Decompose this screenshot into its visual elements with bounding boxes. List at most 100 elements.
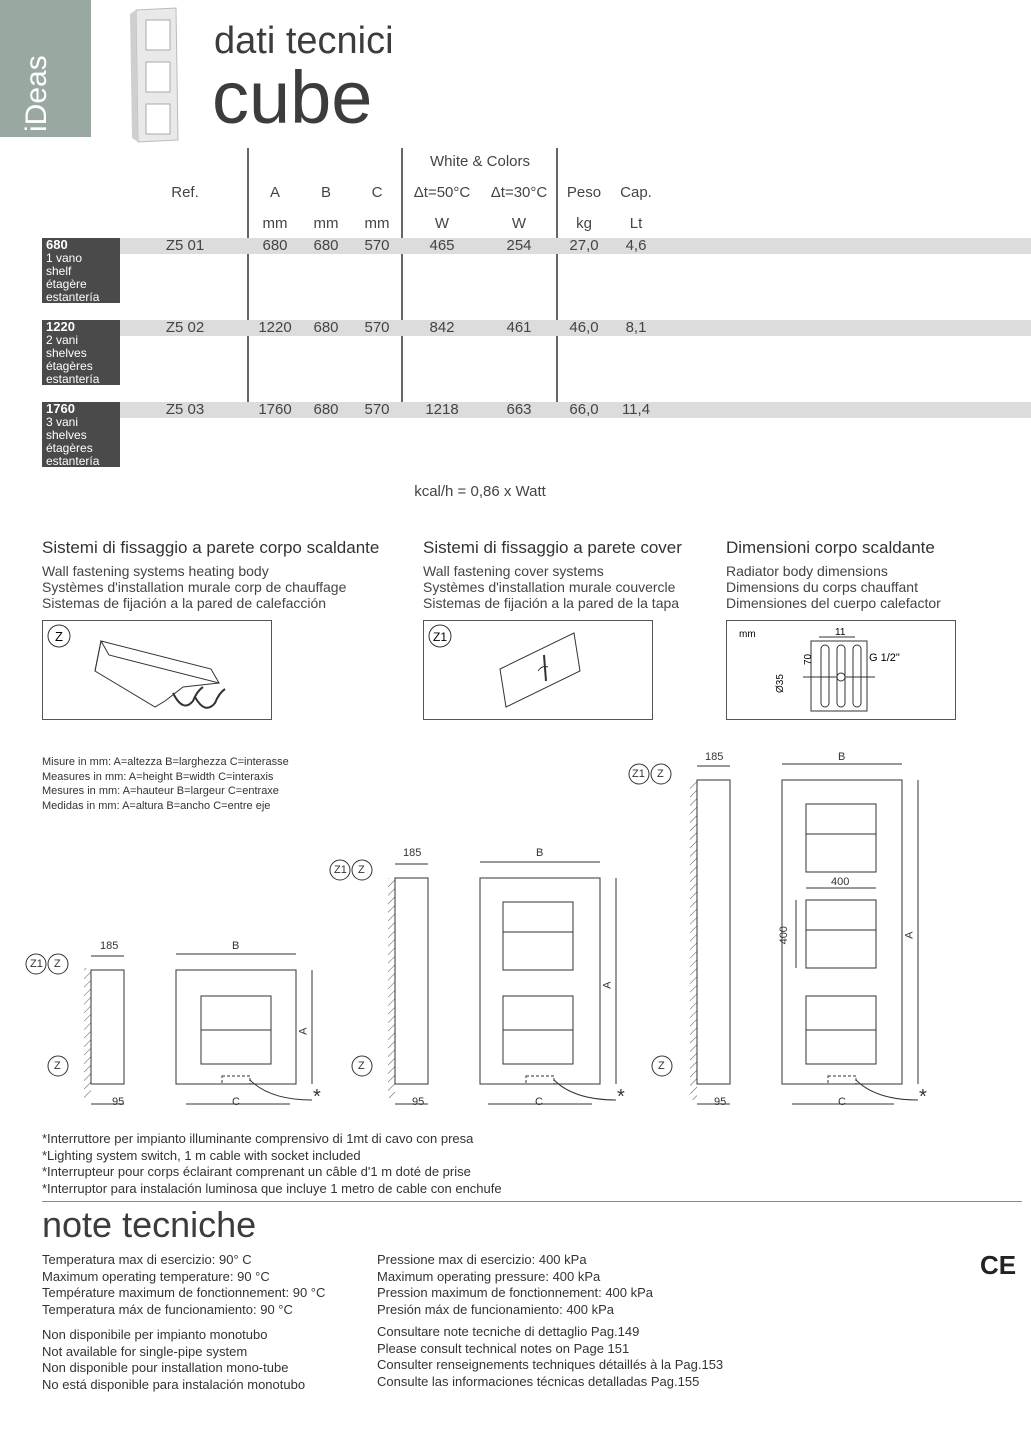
section-subtitle: Wall fastening systems heating body Syst… bbox=[42, 563, 346, 611]
label-star: * bbox=[919, 1086, 927, 1108]
cell-w50: 465 bbox=[429, 237, 455, 254]
table-divider bbox=[556, 148, 558, 418]
notes-title: note tecniche bbox=[42, 1204, 257, 1245]
cell-peso: 46,0 bbox=[569, 319, 599, 336]
row-label: 680 1 vano shelf étagère estantería bbox=[42, 237, 120, 304]
row-desc: 3 vani bbox=[46, 415, 79, 429]
cell-c: 570 bbox=[364, 237, 390, 254]
label-depth: 185 bbox=[100, 940, 119, 952]
label-z: Z bbox=[54, 958, 61, 970]
measures-line: Medidas in mm: A=altura B=ancho C=entre … bbox=[42, 799, 271, 812]
notes-pressure: Pressione max di esercizio: 400 kPa Maxi… bbox=[377, 1252, 653, 1318]
unit-peso: kg bbox=[576, 215, 592, 232]
col-header-w50: Δt=50°C bbox=[413, 184, 471, 201]
label-z: Z bbox=[358, 1060, 365, 1072]
label-z: Z bbox=[657, 768, 664, 780]
row-desc: étagère bbox=[46, 277, 87, 291]
label-b: B bbox=[536, 847, 544, 859]
col-header-c: C bbox=[371, 184, 383, 201]
label-z1: Z1 bbox=[30, 958, 43, 970]
section-subtitle: Wall fastening cover systems Systèmes d'… bbox=[423, 563, 679, 611]
row-label: 1760 3 vani shelves étagères estantería bbox=[42, 402, 120, 468]
note-line: Temperatura máx de funcionamiento: 90 °C bbox=[42, 1301, 293, 1317]
note-line: Pression maximum de fonctionnement: 400 … bbox=[377, 1285, 654, 1300]
label-offset: 95 bbox=[112, 1096, 125, 1108]
row-desc: shelves bbox=[46, 428, 87, 442]
section-line: Dimensiones del cuerpo calefactor bbox=[726, 595, 941, 611]
section-title: Sistemi di fissaggio a parete corpo scal… bbox=[42, 538, 380, 557]
row-desc: estantería bbox=[46, 290, 100, 304]
col-header-peso: Peso bbox=[566, 184, 602, 201]
cover-z1-figure: Z1 bbox=[423, 620, 653, 720]
footnote: *Interruttore per impianto illuminante c… bbox=[42, 1131, 502, 1197]
note-line: Maximum operating pressure: 400 kPa bbox=[377, 1268, 601, 1284]
measures-line: Mesures in mm: A=hauteur B=largeur C=ent… bbox=[42, 785, 279, 797]
label-b: B bbox=[838, 751, 846, 763]
group-header: White & Colors bbox=[429, 153, 531, 170]
notes-monotube: Non disponibile per impianto monotubo No… bbox=[42, 1327, 305, 1393]
note-line: Temperatura max di esercizio: 90° C bbox=[42, 1252, 252, 1267]
row-desc: 2 vani bbox=[46, 333, 79, 347]
row-size: 680 bbox=[46, 237, 68, 252]
label-pitch: 400 bbox=[831, 876, 850, 888]
label-c: C bbox=[232, 1096, 240, 1108]
label-depth: 185 bbox=[403, 847, 422, 859]
label-pitch: 400 bbox=[777, 926, 790, 945]
notes-references: Consultare note tecniche di dettaglio Pa… bbox=[377, 1324, 723, 1390]
badge-z1: Z1 bbox=[433, 630, 447, 644]
measures-line: Misure in mm: A=altezza B=larghezza C=in… bbox=[42, 756, 289, 768]
row-desc: étagères bbox=[46, 441, 93, 455]
row-desc: shelves bbox=[46, 346, 87, 360]
col-header-ref: Ref. bbox=[171, 184, 199, 201]
note-line: Presión máx de funcionamiento: 400 kPa bbox=[377, 1301, 615, 1317]
cell-b: 680 bbox=[313, 237, 339, 254]
section-line: Sistemas de fijación a la pared de calef… bbox=[42, 595, 327, 611]
measures-line: Measures in mm: A=height B=width C=inter… bbox=[42, 770, 274, 783]
section-title: Sistemi di fissaggio a parete cover bbox=[423, 538, 682, 557]
note-line: Not available for single-pipe system bbox=[42, 1343, 248, 1359]
unit-w50: W bbox=[434, 215, 450, 232]
unit-a: mm bbox=[262, 215, 288, 232]
section-line: Systèmes d'installation murale couvercle bbox=[423, 579, 676, 595]
cell-peso: 66,0 bbox=[569, 401, 599, 418]
cell-c: 570 bbox=[364, 319, 390, 336]
measures-legend: Misure in mm: A=altezza B=larghezza C=in… bbox=[42, 755, 289, 813]
dim-70: 70 bbox=[803, 653, 814, 665]
col-header-b: B bbox=[320, 184, 331, 201]
unit-cap: Lt bbox=[629, 215, 643, 232]
note-line: Consultare note tecniche di dettaglio Pa… bbox=[377, 1324, 640, 1339]
section-subtitle: Radiator body dimensions Dimensions du c… bbox=[726, 563, 941, 611]
dim-11: 11 bbox=[835, 627, 846, 638]
note-line: No está disponible para instalación mono… bbox=[42, 1376, 306, 1392]
row-desc: estantería bbox=[46, 454, 100, 468]
section-title: Dimensioni corpo scaldante bbox=[726, 538, 935, 557]
cover-plate-icon: Z1 bbox=[428, 624, 581, 708]
page-title: cube bbox=[212, 56, 373, 139]
label-c: C bbox=[838, 1096, 846, 1108]
unit-c: mm bbox=[364, 215, 390, 232]
unit-w30: W bbox=[511, 215, 527, 232]
table-row bbox=[42, 238, 1031, 254]
label-offset: 95 bbox=[714, 1096, 727, 1108]
label-a: A bbox=[601, 981, 614, 989]
unit-label: mm bbox=[739, 629, 756, 640]
section-line: Dimensions du corps chauffant bbox=[726, 579, 918, 595]
cell-a: 680 bbox=[262, 237, 288, 254]
wall-bracket-icon: Z bbox=[47, 624, 226, 709]
table-row bbox=[42, 402, 1031, 418]
section-line: Systèmes d'installation murale corp de c… bbox=[42, 579, 347, 595]
note-line: Non disponible pour installation mono-tu… bbox=[42, 1360, 289, 1375]
dim-35: Ø35 bbox=[775, 674, 786, 693]
cell-c: 570 bbox=[364, 401, 390, 418]
note-line: Consulter renseignements techniques déta… bbox=[377, 1357, 724, 1372]
label-z: Z bbox=[658, 1060, 665, 1072]
cell-w30: 461 bbox=[506, 319, 532, 336]
cell-ref: Z5 02 bbox=[165, 319, 205, 336]
label-z1: Z1 bbox=[632, 768, 645, 780]
cell-peso: 27,0 bbox=[569, 237, 599, 254]
row-desc: 1 vano bbox=[46, 251, 83, 265]
cell-w50: 842 bbox=[429, 319, 455, 336]
thread-label: G 1/2" bbox=[869, 652, 900, 664]
row-size: 1220 bbox=[46, 319, 75, 334]
col-header-w30: Δt=30°C bbox=[490, 184, 548, 201]
